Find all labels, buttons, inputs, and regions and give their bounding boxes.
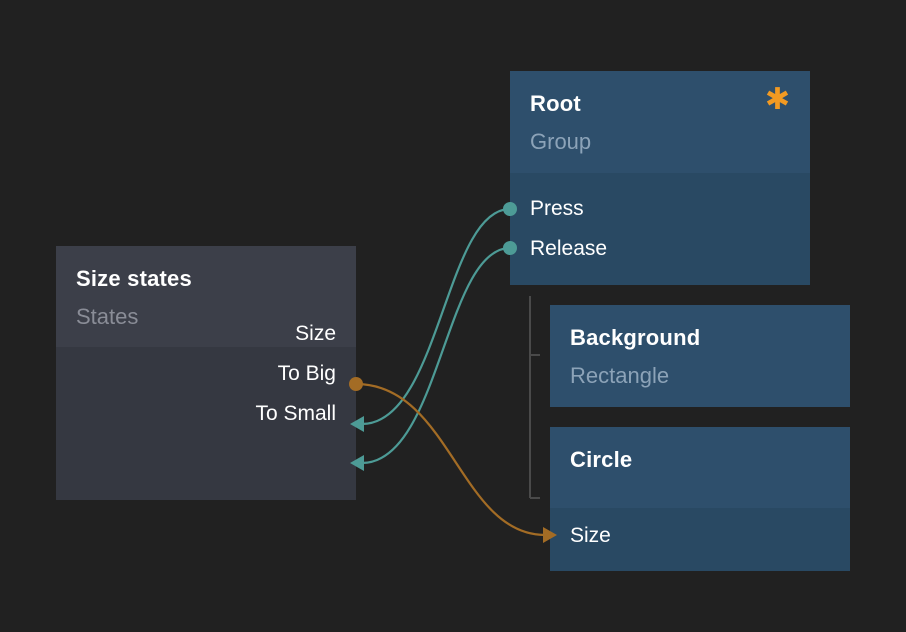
circle-node[interactable]: Circle Size — [550, 427, 850, 571]
size-states-node[interactable]: Size states States Size To Big To Small — [56, 246, 356, 500]
size-states-header[interactable]: Size states States — [56, 246, 356, 347]
size-states-type: States — [76, 304, 139, 329]
background-title: Background — [570, 325, 701, 350]
root-node[interactable]: Root Group ✱ Press Release — [510, 71, 810, 285]
port-size-output[interactable]: Size — [295, 322, 336, 345]
root-header[interactable]: Root Group — [510, 71, 810, 173]
size-states-title: Size states — [76, 266, 192, 291]
port-press-output[interactable]: Press — [530, 197, 584, 220]
port-circle-size-input[interactable]: Size — [570, 524, 611, 547]
port-release-output[interactable]: Release — [530, 237, 608, 260]
background-node[interactable]: Background Rectangle — [550, 305, 850, 407]
wire-release-to-small — [361, 246, 511, 465]
port-to-small-input[interactable]: To Small — [255, 402, 336, 425]
background-type: Rectangle — [570, 363, 670, 388]
root-title: Root — [530, 91, 581, 116]
circle-ports: Size — [550, 508, 850, 571]
root-type: Group — [530, 129, 592, 154]
circle-header[interactable]: Circle — [550, 427, 850, 508]
hierarchy-line — [529, 296, 540, 499]
root-ports: Press Release — [510, 173, 810, 285]
port-to-big-input[interactable]: To Big — [277, 362, 336, 385]
wire-size-to-circle — [355, 382, 546, 537]
wire-press-to-big — [361, 207, 511, 426]
modified-asterisk-icon: ✱ — [764, 83, 790, 116]
size-states-ports: Size To Big To Small — [56, 322, 356, 500]
circle-title: Circle — [570, 447, 633, 472]
background-header[interactable]: Background Rectangle — [550, 305, 850, 391]
